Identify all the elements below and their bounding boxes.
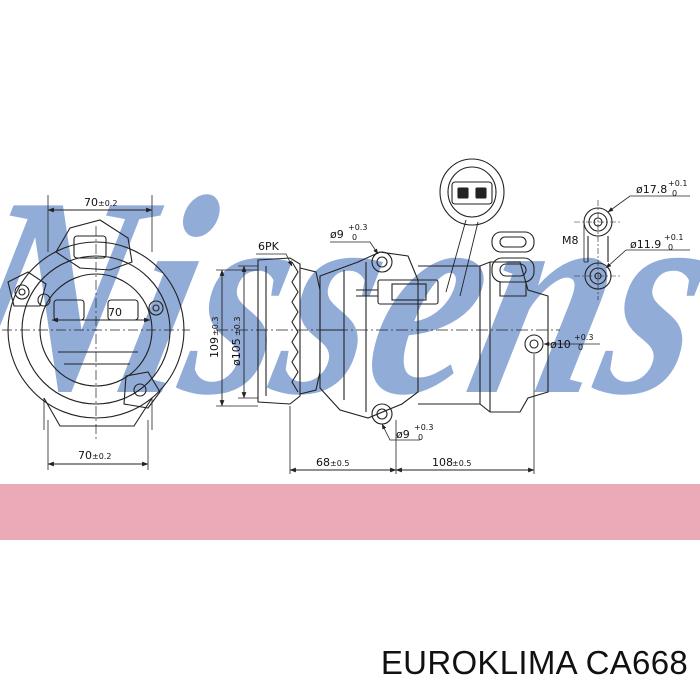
dim-hole-top-sup: +0.3 [348,223,367,232]
dim-width-top-value: 70 [84,196,98,209]
front-view [2,195,190,470]
dim-hole-top-value: ø9 [330,228,344,241]
dim-hole-side-sub: 0 [578,343,583,352]
dim-port-small-sub: 0 [668,243,673,252]
dim-length-68: 68 ±0.5 [289,456,397,473]
dim-inner-width: 70 [51,306,151,323]
dim-width-top-tol: ±0.2 [98,199,117,208]
dim-hole-bottom-sub: 0 [418,433,423,442]
side-view [216,231,560,474]
dim-width-bottom-tol: ±0.2 [92,452,111,461]
watermark-brand: Nissens [0,138,700,454]
dim-hole-top-sub: 0 [352,233,357,242]
dim-length-108-tol: ±0.5 [452,459,471,468]
dim-inner-width-value: 70 [108,306,122,319]
dim-hole-bottom: ø9 +0.3 0 [381,423,433,442]
dim-length-108: 108 ±0.5 [395,456,535,473]
dim-hole-bottom-sup: +0.3 [414,423,433,432]
dim-thread-value: M8 [562,234,579,247]
dim-hole-side-sup: +0.3 [574,333,593,342]
port-detail [574,200,622,300]
dim-height-value: 109 [208,337,221,358]
dim-pulley-type: 6PK [256,240,293,267]
dim-height-tol: ±0.3 [211,317,220,336]
dim-port-small-value: ø11.9 [630,238,661,251]
dim-length-108-value: 108 [432,456,453,469]
dim-length-68-tol: ±0.5 [330,459,349,468]
dim-width-top: 70 ±0.2 [47,196,153,213]
dim-pulley-diameter-tol: ±0.3 [233,317,242,336]
dim-pulley-diameter-value: ø105 [230,338,243,366]
dim-pulley-diameter: ø105 ±0.3 [230,265,247,399]
dim-port-small: ø11.9 +0.1 0 [605,233,690,269]
product-caption: EUROKLIMA CA668 [380,644,688,681]
dim-port-small-sup: +0.1 [664,233,683,242]
dim-hole-side: ø10 +0.3 0 [543,333,600,352]
dim-width-bottom-value: 70 [78,449,92,462]
color-band [0,484,700,540]
dim-height: 109 ±0.3 [208,269,225,407]
dim-pulley-type-value: 6PK [258,240,280,253]
dim-port-large-value: ø17.8 [636,183,667,196]
dim-port-large-sup: +0.1 [668,179,687,188]
watermark: Nissens [0,138,700,454]
dim-hole-side-value: ø10 [550,338,571,351]
dim-thread: M8 [562,234,579,247]
connector-detail [439,158,505,297]
dim-port-large: ø17.8 +0.1 0 [607,179,690,213]
dim-length-68-value: 68 [316,456,330,469]
dim-width-bottom: 70 ±0.2 [47,449,149,467]
dim-hole-top: ø9 +0.3 0 [330,223,379,255]
dim-port-large-sub: 0 [672,189,677,198]
dim-hole-bottom-value: ø9 [396,428,410,441]
